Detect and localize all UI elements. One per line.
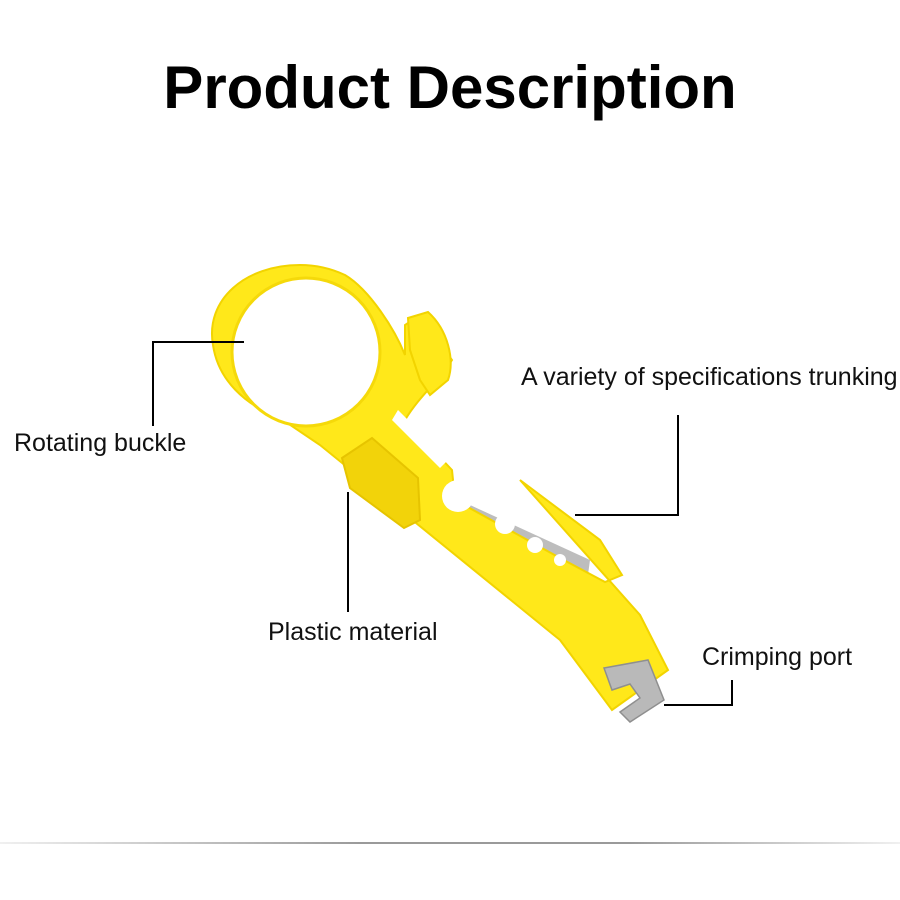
strip-hole-small [527,537,543,553]
label-trunking: A variety of specifications trunking [521,363,898,391]
leader-line-crimping-port [664,680,733,706]
grip-panel [340,436,422,530]
bottom-divider [0,842,900,844]
leader-line-trunking [575,415,679,516]
label-plastic-material: Plastic material [268,618,438,646]
label-rotating-buckle: Rotating buckle [14,429,187,457]
wire-stripper-tool [210,263,670,723]
leader-line-rotating-buckle [152,341,244,426]
strip-hole-medium [495,514,515,534]
crimping-tip [602,659,665,723]
strip-hole-large [442,480,474,512]
cable-slot [392,410,448,468]
rotating-buckle-hole [232,278,380,426]
hook-arm [406,310,452,397]
strip-hole-tiny [554,554,566,566]
label-crimping-port: Crimping port [702,643,853,671]
rotating-buckle-rim [230,276,382,428]
page-title: Product Description [163,54,737,121]
